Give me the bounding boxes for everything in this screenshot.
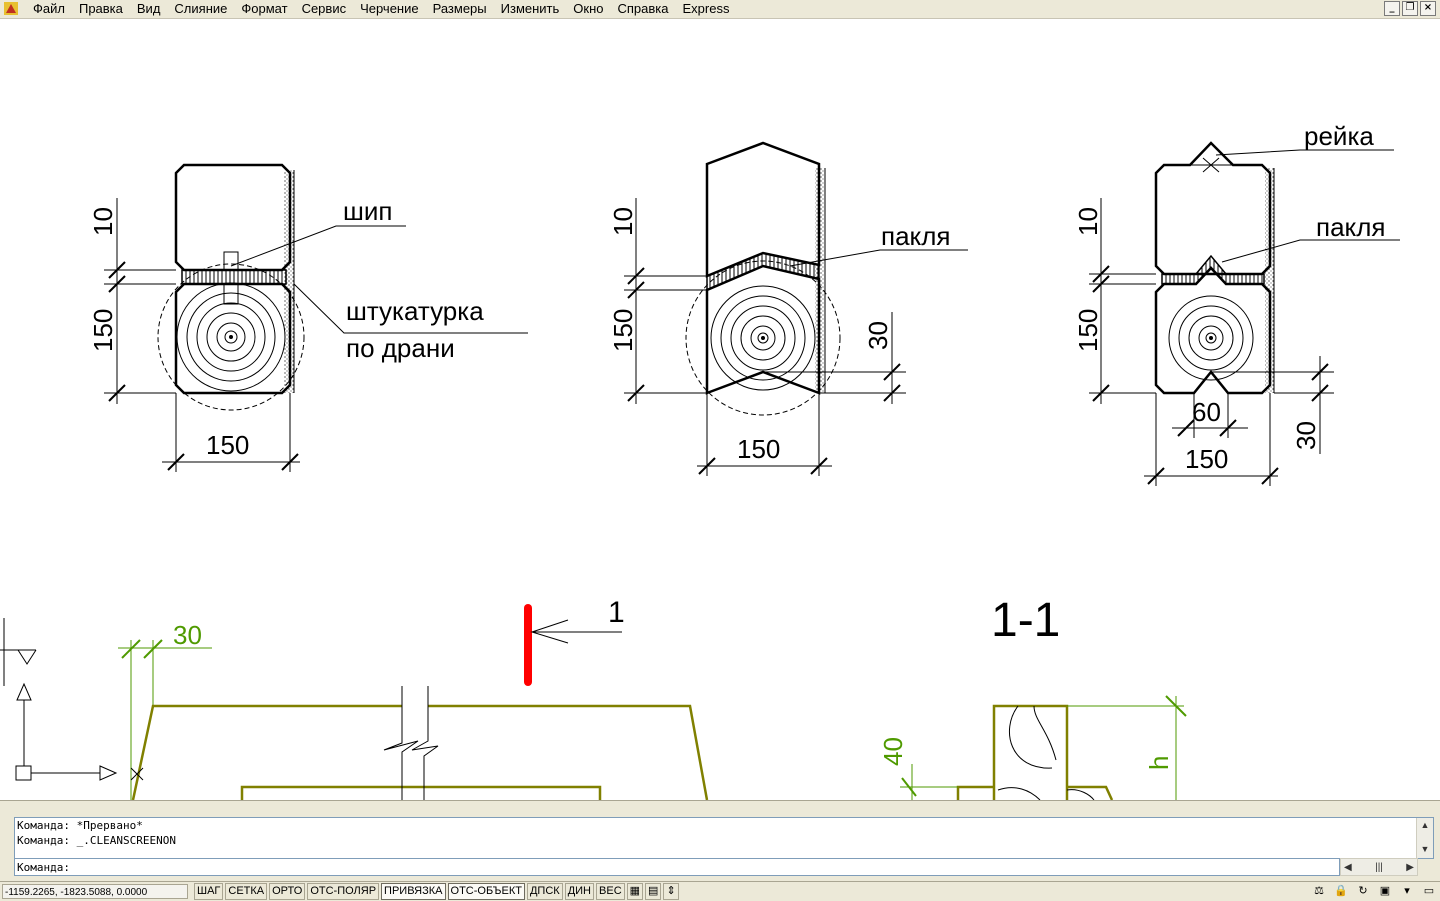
status-bar: -1159.2265, -1823.5088, 0.0000 ШАГ СЕТКА… [0,881,1440,901]
detail-1 [104,163,528,472]
detail-3 [1089,141,1400,486]
sync-icon[interactable]: ↻ [1358,885,1368,897]
dim-30-d3: 30 [1291,421,1321,450]
menu-window[interactable]: Окно [573,1,604,16]
clean-screen-icon[interactable]: ▭ [1423,885,1435,897]
dim-150-bottom-d2: 150 [737,434,780,464]
menu-edit[interactable]: Правка [78,1,123,16]
lock-icon[interactable]: 🔒 [1334,885,1348,897]
annotation-scale-icon[interactable]: ⚖ [1314,885,1324,897]
menu-merge[interactable]: Слияние [174,1,228,16]
arrows-icon[interactable]: ⇕ [663,883,679,900]
restore-button[interactable]: ❐ [1402,1,1418,16]
dim-30-lower: 30 [173,620,202,650]
model-icon[interactable]: ▦ [626,883,644,900]
scroll-down-icon[interactable]: ▼ [1420,844,1430,854]
mode-ortho[interactable]: ОРТО [269,883,306,900]
close-button[interactable]: × [1420,1,1436,16]
scroll-right-icon[interactable]: ▶ [1406,861,1414,873]
label-rail: рейка [1304,121,1374,151]
layout-icon[interactable]: ▤ [645,883,662,900]
dim-60-d3: 60 [1192,397,1221,427]
dim-150-side-d2: 150 [608,309,638,352]
command-area: Команда: *Прервано* Команда: _.CLEANSCRE… [0,800,1440,881]
scroll-thumb[interactable]: ||| [1375,861,1383,873]
mode-grid[interactable]: СЕТКА [225,883,268,900]
dim-150-side-d3: 150 [1073,309,1103,352]
history-line: Команда: *Прервано* [17,819,143,832]
label-tow-d3: пакля [1316,212,1385,242]
dim-10-d1: 10 [88,207,118,236]
history-scrollbar[interactable]: ▲ ▼ [1416,818,1433,858]
lower-left-drawing [118,604,709,800]
menu-arrow-icon[interactable]: ▾ [1404,885,1410,897]
mode-ducs[interactable]: ДПСК [526,883,563,900]
coordinates-readout[interactable]: -1159.2265, -1823.5088, 0.0000 [2,884,188,899]
menu-format[interactable]: Формат [241,1,288,16]
ucs-icon [0,618,144,781]
minimize-button[interactable]: _ [1384,1,1400,16]
dim-10-d2: 10 [608,207,638,236]
mode-dyn[interactable]: ДИН [564,883,595,900]
mode-osnap[interactable]: ПРИВЯЗКА [381,883,446,900]
mode-snap[interactable]: ШАГ [194,883,224,900]
menu-file[interactable]: Файл [33,1,65,16]
menu-draw[interactable]: Черчение [360,1,419,16]
dim-h: h [1144,756,1174,770]
dim-150-bottom-d3: 150 [1185,444,1228,474]
dim-150-side-d1: 150 [88,309,118,352]
mode-otrack[interactable]: ОТС-ОБЪЕКТ [447,883,525,900]
menu-view[interactable]: Вид [136,1,161,16]
dim-30-d2: 30 [863,321,893,350]
app-icon[interactable] [4,2,18,15]
drawing-canvas[interactable]: 10 150 150 шип штукатурка по драни [0,19,1440,800]
section-marker-1: 1 [608,596,625,629]
dim-40: 40 [878,737,908,766]
section-1-1-drawing [900,695,1187,800]
scroll-up-icon[interactable]: ▲ [1420,820,1430,830]
horizontal-scrollbar[interactable]: ◀ ||| ▶ [1340,858,1418,876]
label-tow-d2: пакля [881,221,950,251]
menu-modify[interactable]: Изменить [500,1,560,16]
menu-express[interactable]: Express [682,1,730,16]
dim-150-bottom-d1: 150 [206,430,249,460]
history-line: Команда: _.CLEANSCREENON [17,834,176,847]
detail-2 [624,141,968,476]
command-input[interactable]: Команда: [14,858,1340,876]
scroll-left-icon[interactable]: ◀ [1344,861,1352,873]
tray-settings-icon[interactable]: ▣ [1379,885,1391,897]
mode-polar[interactable]: ОТС-ПОЛЯР [307,883,380,900]
command-history: Команда: *Прервано* Команда: _.CLEANSCRE… [14,817,1434,859]
label-plaster-1: штукатурка [346,296,484,326]
menu-bar: Файл Правка Вид Слияние Формат Сервис Че… [0,0,1440,19]
section-title: 1-1 [991,594,1060,647]
menu-dimension[interactable]: Размеры [432,1,487,16]
label-plaster-2: по драни [346,333,455,363]
dim-10-d3: 10 [1073,207,1103,236]
label-ship: шип [343,196,392,226]
menu-help[interactable]: Справка [617,1,669,16]
mode-lweight[interactable]: ВЕС [596,883,625,900]
menu-tools[interactable]: Сервис [301,1,347,16]
